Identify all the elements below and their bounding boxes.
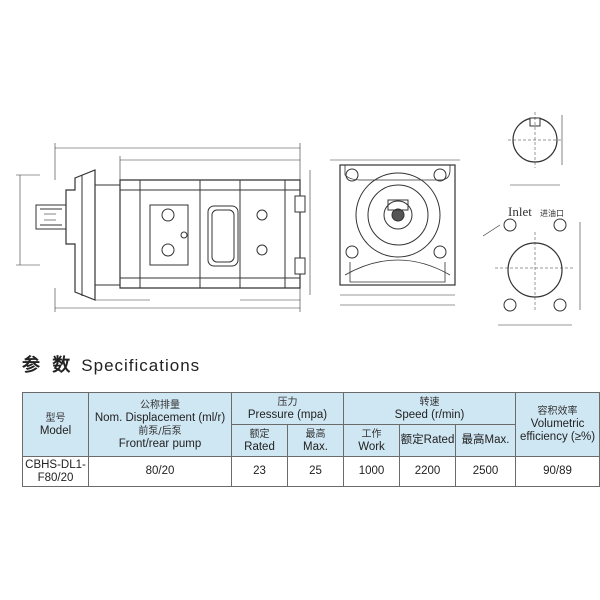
specifications-heading: 参 数 Specifications (22, 351, 200, 377)
cell-speed-work: 1000 (343, 456, 400, 487)
table-row: CBHS-DL1-F80/20 80/20 23 25 1000 2200 25… (22, 456, 600, 487)
inlet-port-view: Inlet 进油口 (482, 204, 581, 326)
header-pressure: 压力 Pressure (mpa) (231, 392, 344, 425)
header-displacement: 公称排量 Nom. Displacement (ml/r) 前泵/后泵 Fron… (88, 392, 232, 457)
pump-technical-drawing: Inlet 进油口 (16, 112, 581, 326)
header-pressure-rated: 额定 Rated (231, 424, 288, 457)
cell-efficiency: 90/89 (515, 456, 600, 487)
cell-pressure-max: 25 (287, 456, 344, 487)
header-speed-max: 最高Max. (454, 424, 517, 457)
pump-front-view (299, 159, 460, 306)
cell-pressure-rated: 23 (231, 456, 288, 487)
specifications-heading-en: Specifications (81, 356, 201, 375)
header-speed: 转速 Speed (r/min) (342, 392, 517, 425)
header-pressure-max: 最高 Max. (287, 424, 344, 457)
header-model: 型号 Model (22, 392, 89, 457)
cell-speed-max: 2500 (454, 456, 517, 487)
table-subheader-row: 额定 Rated 最高 Max. 工作 Work 额定Rated 最高Max. (23, 424, 600, 457)
shaft-section-view (508, 112, 563, 186)
pump-side-view (16, 143, 306, 312)
cell-displacement: 80/20 (88, 456, 232, 487)
header-speed-work: 工作 Work (343, 424, 400, 457)
header-speed-rated: 额定Rated (399, 424, 456, 457)
cell-speed-rated: 2200 (399, 456, 456, 487)
header-efficiency: 容积效率 Volumetric efficiency (≥%) (515, 392, 600, 457)
inlet-label-cn: 进油口 (540, 208, 564, 218)
specifications-heading-cn: 参 数 (22, 355, 74, 376)
inlet-label: Inlet (508, 204, 532, 219)
table-header-row: 型号 Model 公称排量 Nom. Displacement (ml/r) 前… (22, 392, 600, 457)
cell-model: CBHS-DL1-F80/20 (22, 456, 89, 487)
specifications-table: 型号 Model 公称排量 Nom. Displacement (ml/r) 前… (22, 392, 600, 487)
